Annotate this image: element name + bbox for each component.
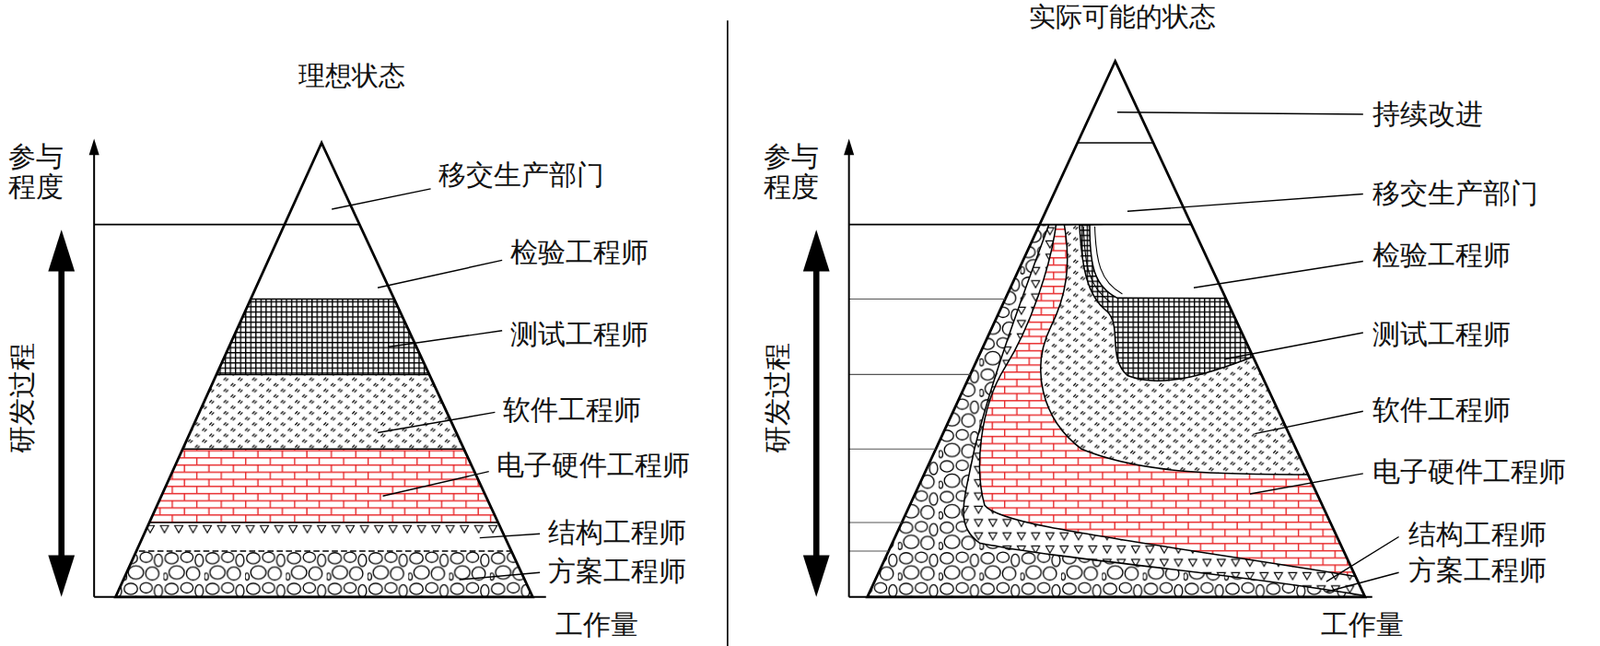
triangle-region [963, 214, 1429, 613]
arrowhead [47, 554, 75, 596]
process-arrow [58, 267, 65, 560]
label: 结构工程师 [548, 516, 687, 549]
label: 结构工程师 [1408, 518, 1547, 551]
label: 检验工程师 [1372, 239, 1511, 272]
label: 持续改进 [1372, 98, 1484, 131]
grey-guide-lines [849, 298, 1005, 551]
thin-curve [1083, 226, 1122, 303]
label: 方案工程师 [548, 555, 687, 588]
label: 工作量 [1320, 608, 1404, 642]
leader-lines [1117, 112, 1400, 592]
band-boundary [849, 223, 1192, 226]
dot-region [1040, 214, 1429, 475]
white-top [1039, 60, 1192, 224]
label: 移交生产部门 [1372, 177, 1539, 211]
label: 检验工程师 [510, 236, 649, 269]
actual-pyramid [803, 60, 1429, 612]
panel-divider [726, 20, 729, 646]
x-axis [849, 595, 1373, 598]
axis-arrowhead [843, 139, 854, 156]
triangle-band [102, 522, 551, 551]
y-axis [848, 151, 851, 597]
band-boundary [93, 223, 360, 226]
arrowhead [803, 229, 830, 271]
brick-band [102, 448, 551, 523]
label: 测试工程师 [1372, 318, 1511, 351]
pyramid-outline [867, 60, 1366, 596]
label: 电子硬件工程师 [1372, 455, 1566, 489]
panel-title: 理想状态 [298, 60, 406, 92]
band-boundary [1077, 141, 1154, 144]
pyramid-outline [115, 142, 533, 597]
label: 软件工程师 [1372, 394, 1511, 427]
label: 方案工程师 [1408, 554, 1547, 587]
brick-region [980, 214, 1429, 583]
label: 参与 程度 [8, 140, 67, 202]
leader-lines [331, 188, 540, 580]
vertical-axis-label: 研发过程 [6, 342, 39, 454]
vertical-axis-label: 研发过程 [761, 342, 795, 454]
ideal-pyramid [47, 139, 551, 597]
label: 工作量 [555, 608, 639, 642]
label: 软件工程师 [502, 394, 642, 427]
band-boundary [102, 549, 551, 551]
grid-band [102, 298, 551, 374]
x-axis [93, 595, 547, 598]
process-arrow [813, 267, 820, 560]
arrowhead [47, 229, 75, 271]
stone-band [102, 550, 551, 597]
arrowhead [803, 554, 830, 596]
label: 移交生产部门 [438, 159, 605, 192]
panel-title: 实际可能的状态 [1028, 1, 1216, 33]
dot-band [102, 373, 551, 449]
y-axis [93, 151, 95, 597]
label: 参与 程度 [763, 140, 822, 202]
label: 电子硬件工程师 [496, 449, 690, 482]
label: 测试工程师 [510, 318, 649, 351]
axis-arrowhead [89, 139, 100, 156]
